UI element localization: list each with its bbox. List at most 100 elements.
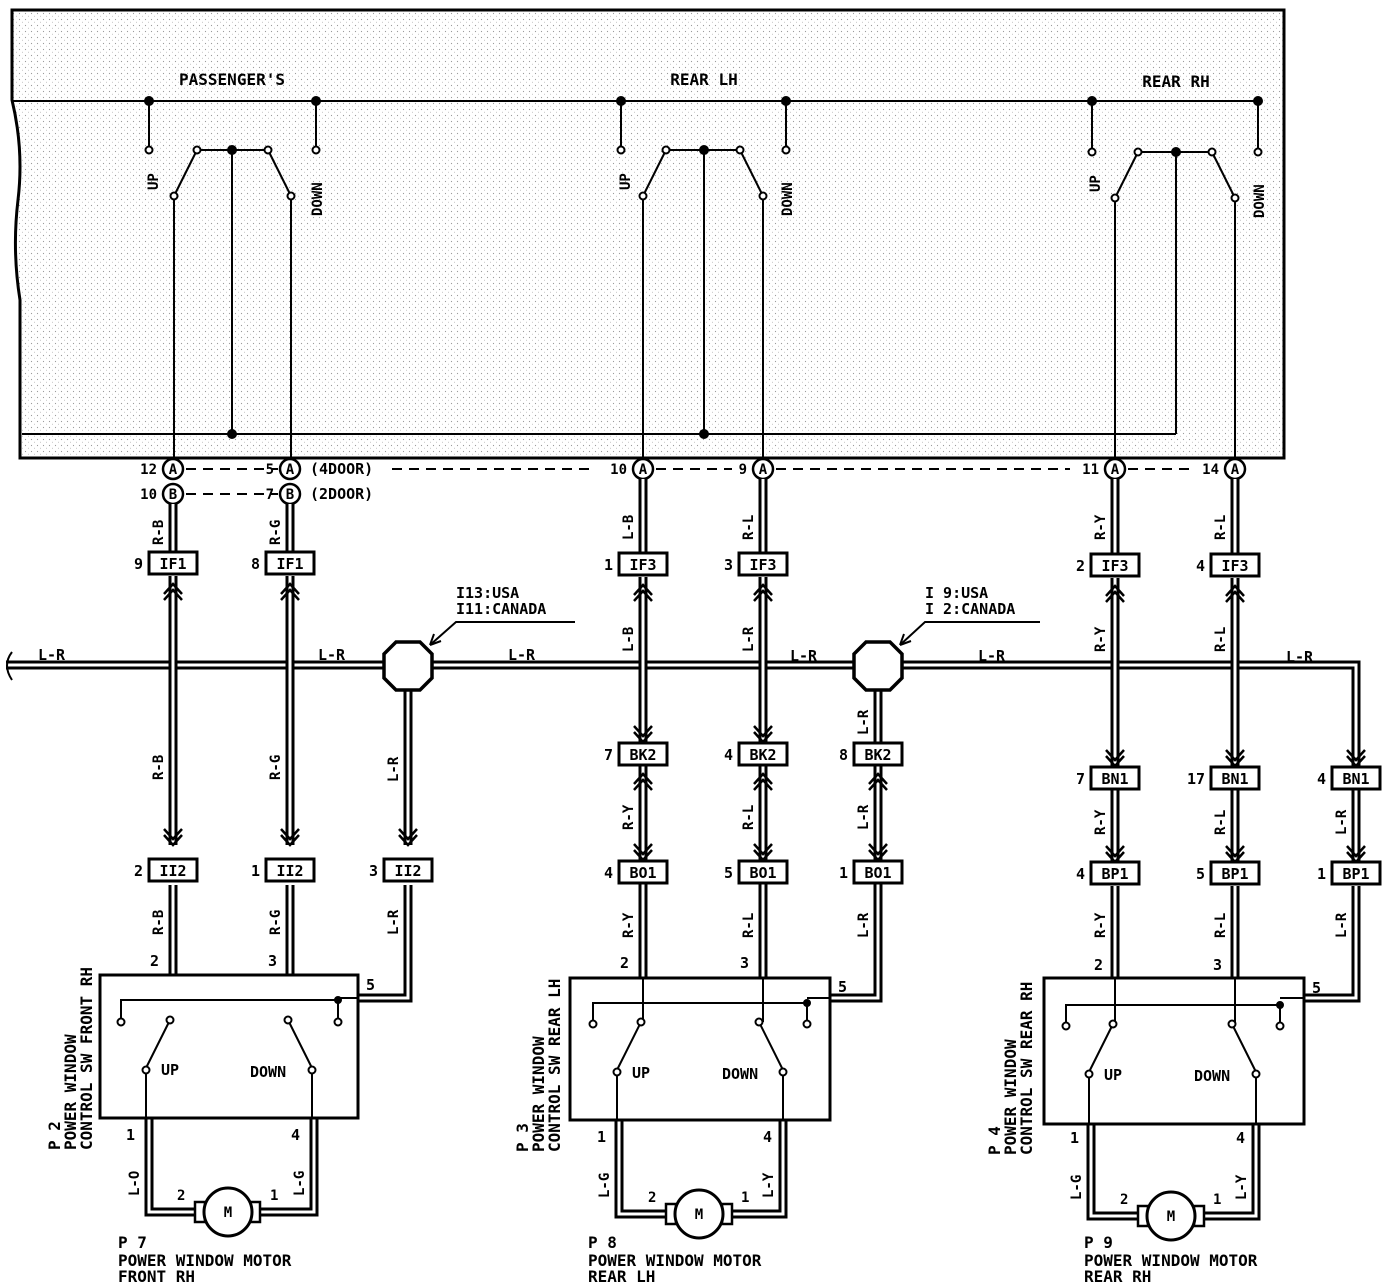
svg-text:POWER WINDOW MOTOR: POWER WINDOW MOTOR: [588, 1251, 762, 1270]
wire-lr-lower: L-R: [386, 909, 402, 935]
passenger-down-label: DOWN: [310, 182, 326, 216]
bus-break-mark: [6, 651, 13, 681]
junction-right-usa: I 9:USA: [925, 584, 988, 602]
motor-p8: M: [664, 1188, 734, 1240]
wire-ry-bn1: R-Y: [1093, 809, 1109, 835]
p3-up-label: UP: [632, 1064, 650, 1082]
harness-wires: [6, 479, 1361, 1221]
pin-bo1-c: 1: [839, 864, 848, 882]
pin-ii2-c: 3: [369, 862, 378, 880]
connector-bp1-5: BP1: [1221, 865, 1248, 883]
wire-label-lr-1: L-R: [38, 646, 66, 664]
wire-lr-junction2: L-R: [856, 709, 872, 735]
wire-color-labels: R-B R-G L-B R-L R-Y R-L L-B L-R R-Y R-L …: [127, 514, 1350, 1200]
connector-bn1-17: BN1: [1221, 770, 1248, 788]
svg-text:7: 7: [266, 487, 274, 503]
svg-text:FRONT RH: FRONT RH: [118, 1267, 195, 1286]
wire-ry-bk2: R-Y: [621, 804, 637, 830]
junction-connector-left: [382, 640, 434, 692]
wire-rb-upper: R-B: [151, 520, 167, 545]
connector-bn1-4: BN1: [1342, 770, 1369, 788]
connector-a-pin-12: A 12: [140, 457, 185, 481]
wire-lg-motor-2: L-G: [597, 1173, 613, 1198]
connector-bn1-7: BN1: [1101, 770, 1128, 788]
motor-p9-pin2: 2: [1120, 1192, 1128, 1208]
connector-ii2-3: II2: [394, 862, 421, 880]
pin-bn1-c: 4: [1317, 770, 1326, 788]
connector-bp1-1: BP1: [1342, 865, 1369, 883]
p2-pin4: 4: [291, 1126, 300, 1144]
wire-rl-lower: R-L: [741, 913, 757, 938]
connector-b-pin-7: B 7: [266, 482, 302, 506]
wire-rg-lower: R-G: [268, 910, 284, 935]
p3-pin2: 2: [620, 954, 629, 972]
connector-bk2-8: BK2: [864, 746, 891, 764]
wire-lg-motor-3: L-G: [1069, 1175, 1085, 1200]
motor-p9: M: [1136, 1190, 1206, 1242]
connector-bo1-1: BO1: [864, 864, 891, 882]
rear-lh-down-label: DOWN: [780, 182, 796, 216]
wire-rl-bn1: R-L: [1213, 810, 1229, 835]
control-switch-p4: [1042, 976, 1306, 1126]
wire-lr-mid: L-R: [741, 626, 757, 652]
svg-text:P 7: P 7: [118, 1233, 147, 1252]
pin-if3-b: 3: [724, 556, 733, 574]
svg-text:A: A: [286, 462, 295, 478]
svg-text:POWER WINDOW: POWER WINDOW: [1001, 1039, 1020, 1155]
p4-pin5: 5: [1312, 979, 1321, 997]
motor-p7-pin1: 1: [270, 1188, 278, 1204]
wire-lg-motor: L-G: [292, 1171, 308, 1196]
svg-text:12: 12: [140, 462, 157, 478]
pin-bp1-a: 4: [1076, 865, 1085, 883]
motor-p9-symbol: M: [1167, 1209, 1175, 1225]
connector-ii2-1: II2: [276, 862, 303, 880]
p4-pin2: 2: [1094, 956, 1103, 974]
p2-pin1: 1: [126, 1126, 135, 1144]
p3-down-label: DOWN: [722, 1065, 758, 1083]
connector-if1-right: IF1: [276, 555, 303, 573]
svg-text:CONTROL SW REAR LH: CONTROL SW REAR LH: [545, 979, 564, 1152]
connector-bo1-4: BO1: [629, 864, 656, 882]
wire-lr-lower-2: L-R: [856, 912, 872, 938]
motor-p8-label: P 8 POWER WINDOW MOTOR REAR LH: [588, 1233, 762, 1286]
svg-text:REAR LH: REAR LH: [588, 1267, 655, 1286]
switch-p4-label: P 4 POWER WINDOW CONTROL SW REAR RH: [985, 982, 1036, 1155]
pin-if3-a: 1: [604, 556, 613, 574]
rear-rh-group-label: REAR RH: [1142, 72, 1209, 91]
connector-if1-left: IF1: [159, 555, 186, 573]
passenger-switch-group: [144, 96, 321, 460]
connector-bk2-7: BK2: [629, 746, 656, 764]
rear-rh-down-label: DOWN: [1252, 184, 1268, 218]
p3-pin1: 1: [597, 1128, 606, 1146]
wire-rg-upper: R-G: [268, 520, 284, 545]
pin-if1-a: 9: [134, 555, 143, 573]
pin-ii2-b: 1: [251, 862, 260, 880]
p2-pin3: 3: [268, 952, 277, 970]
svg-text:POWER WINDOW: POWER WINDOW: [529, 1036, 548, 1152]
p3-pin5: 5: [838, 978, 847, 996]
pin-bo1-b: 5: [724, 864, 733, 882]
connector-if3-4: IF3: [1221, 557, 1248, 575]
wire-ry-upper: R-Y: [1093, 514, 1109, 540]
p2-up-label: UP: [161, 1061, 179, 1079]
switch-p3-label: P 3 POWER WINDOW CONTROL SW REAR LH: [513, 979, 564, 1152]
svg-text:P 3: P 3: [513, 1123, 532, 1152]
svg-text:11: 11: [1082, 462, 1099, 478]
svg-text:REAR RH: REAR RH: [1084, 1267, 1151, 1286]
wire-ly-motor-2: L-Y: [1234, 1174, 1250, 1200]
wire-label-lr-3: L-R: [508, 646, 536, 664]
pin-bo1-a: 4: [604, 864, 613, 882]
connector-dash-lines: [186, 468, 1190, 495]
p3-pin3: 3: [740, 954, 749, 972]
svg-text:P 2: P 2: [45, 1121, 64, 1150]
svg-text:P 8: P 8: [588, 1233, 617, 1252]
connector-a-pin-9: A 9: [739, 457, 775, 481]
wire-lr-junction1: L-R: [386, 756, 402, 782]
connector-b-pin-10: B 10: [140, 482, 185, 506]
control-switch-p3: [568, 976, 832, 1122]
pin-bk2-c: 8: [839, 746, 848, 764]
motor-p9-label: P 9 POWER WINDOW MOTOR REAR RH: [1084, 1233, 1258, 1286]
svg-text:10: 10: [140, 487, 157, 503]
motor-p7: M: [193, 1186, 262, 1238]
rear-rh-up-label: UP: [1088, 175, 1104, 192]
